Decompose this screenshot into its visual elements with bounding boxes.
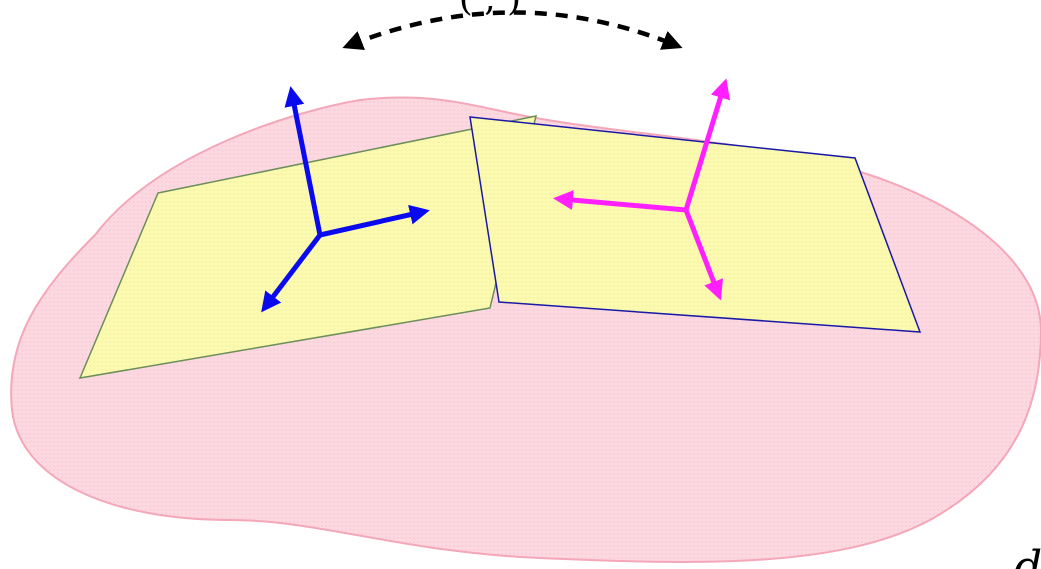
left-frame: [261, 86, 430, 313]
right-tangent-plane: [469, 116, 922, 333]
right-frame-down-arrow: [683, 209, 724, 301]
transition-arc: [342, 10, 683, 50]
left-frame-down-arrow: [261, 233, 322, 313]
right-frame: [553, 78, 731, 301]
left-frame-up-arrow: [284, 86, 323, 236]
top-label-fragment: ( , ): [459, 0, 521, 19]
right-frame-left-arrow: [553, 190, 687, 213]
right-frame-up-arrow: [683, 78, 731, 211]
left-frame-right-arrow: [319, 204, 430, 238]
corner-label-fragment: d: [1014, 542, 1041, 569]
